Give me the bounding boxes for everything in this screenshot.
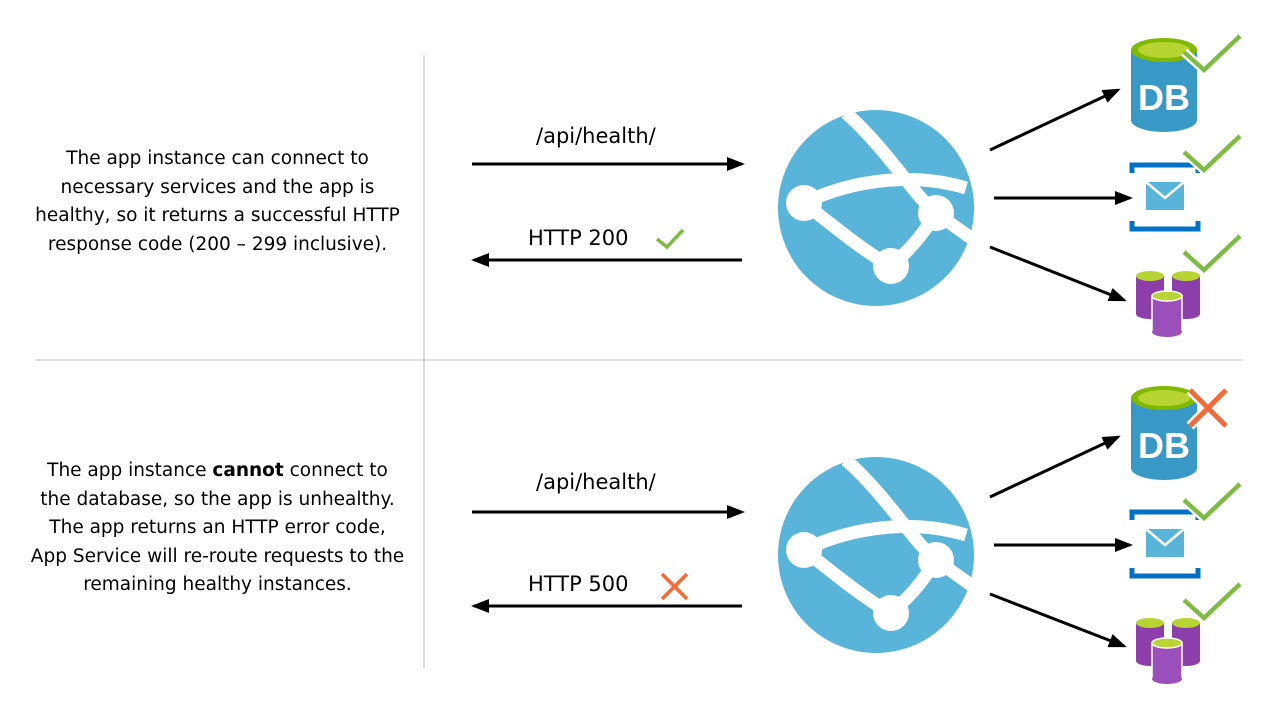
storage-cylinders-icon (1136, 271, 1200, 337)
storage-cylinders-icon (1136, 618, 1200, 684)
panel-1-request-label: /api/health/ (536, 124, 656, 148)
panel-2-flow: DB (471, 386, 1244, 684)
database-icon: DB (1131, 386, 1197, 480)
db-arrow (989, 435, 1121, 499)
check-icon (1182, 34, 1242, 74)
storage-arrow (989, 592, 1127, 648)
check-icon (1182, 482, 1242, 522)
db-arrow (989, 88, 1121, 152)
panel-1-description: The app instance can connect to necessar… (35, 148, 400, 255)
check-icon (1182, 582, 1242, 622)
x-icon (1186, 386, 1230, 430)
panel-2-request-label: /api/health/ (536, 470, 656, 494)
globe-icon (778, 108, 975, 306)
check-icon (1182, 134, 1242, 174)
storage-arrow (989, 245, 1127, 302)
database-icon: DB (1131, 38, 1197, 132)
check-icon (1182, 234, 1242, 274)
svg-text:DB: DB (1138, 425, 1190, 466)
panel-2-description: The app instance cannot connect to the d… (30, 460, 405, 595)
panel-1-response-label: HTTP 200 (528, 226, 629, 250)
mail-queue-icon (1129, 162, 1201, 232)
panel-1-flow: DB (471, 32, 1244, 337)
svg-text:DB: DB (1138, 77, 1190, 118)
x-icon (660, 572, 689, 601)
panel-2-response-label: HTTP 500 (528, 572, 629, 596)
mail-queue-icon (1129, 509, 1201, 579)
globe-icon (778, 455, 975, 653)
check-icon (655, 228, 685, 250)
